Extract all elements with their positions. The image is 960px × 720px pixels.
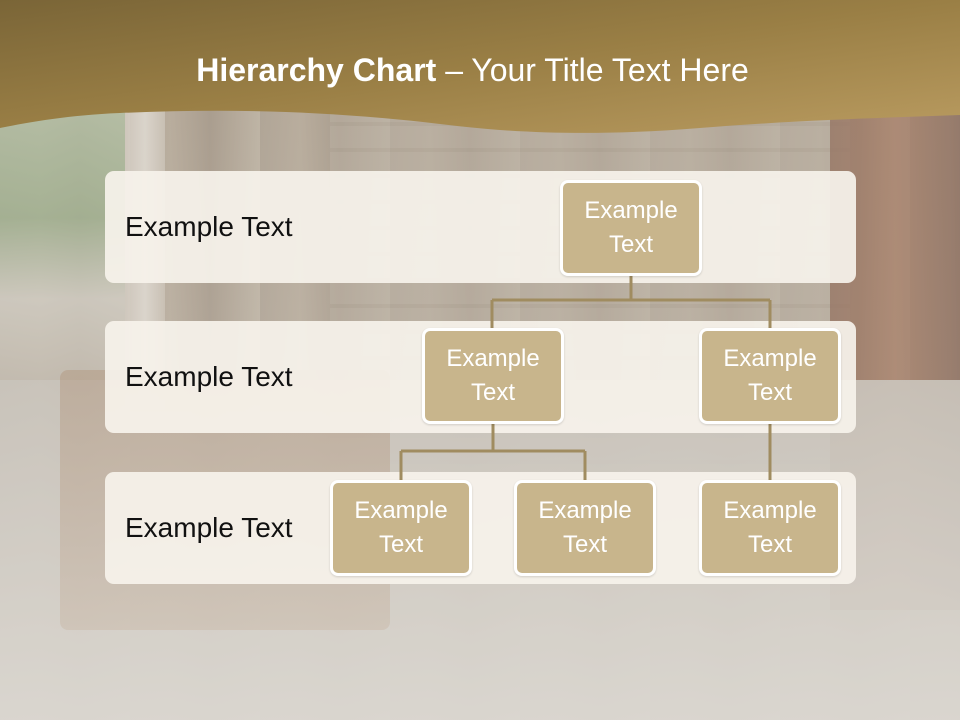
- background-garden: [0, 110, 125, 380]
- node-root: Example Text: [560, 180, 702, 276]
- node-level2-right: Example Text: [699, 328, 841, 424]
- node-level3-c-label: Example Text: [723, 497, 817, 558]
- row-band-1: Example Text: [105, 171, 856, 283]
- node-level3-b: Example Text: [514, 480, 656, 576]
- node-level3-a-label: Example Text: [354, 497, 448, 558]
- row-label-2: Example Text: [125, 361, 293, 392]
- node-level3-b-label: Example Text: [538, 497, 632, 558]
- title-band: [0, 0, 960, 133]
- page-title: Hierarchy Chart – Your Title Text Here: [0, 52, 945, 89]
- row-label-3: Example Text: [125, 512, 293, 543]
- node-root-label: Example Text: [584, 197, 678, 258]
- row-label-1: Example Text: [125, 211, 293, 242]
- node-level2-left-label: Example Text: [446, 345, 540, 406]
- node-level3-c: Example Text: [699, 480, 841, 576]
- node-level3-a: Example Text: [330, 480, 472, 576]
- title-bold: Hierarchy Chart: [196, 52, 437, 88]
- node-level2-left: Example Text: [422, 328, 564, 424]
- connector-root: [490, 274, 772, 328]
- node-level2-right-label: Example Text: [723, 345, 817, 406]
- connector-left: [399, 422, 587, 480]
- title-rest: – Your Title Text Here: [436, 52, 749, 88]
